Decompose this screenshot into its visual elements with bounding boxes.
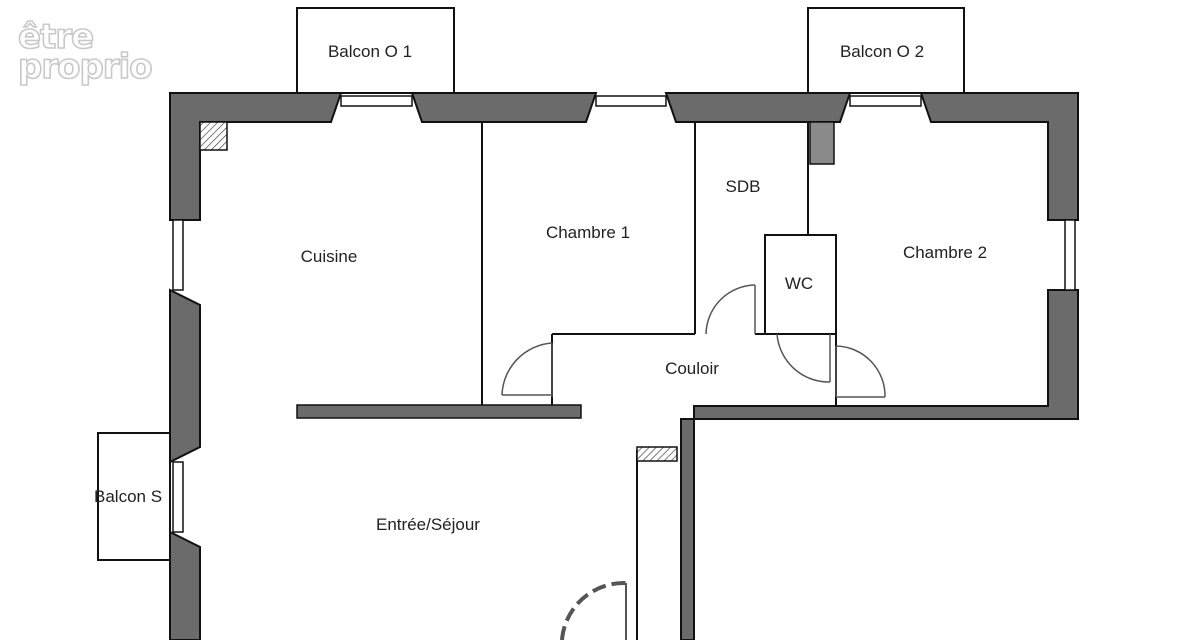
door-wc-arc	[776, 333, 831, 383]
logo-line-2: proprio	[18, 47, 152, 87]
label-sdb: SDB	[726, 177, 761, 196]
duct-cuisine	[199, 121, 228, 151]
door-sdb-arc	[705, 284, 756, 335]
door-chambre1-arc	[501, 342, 553, 396]
wall-left-low	[169, 530, 201, 640]
window-cuisine-left	[172, 219, 184, 291]
label-chambre2: Chambre 2	[903, 243, 987, 262]
window-chambre2-top	[849, 95, 922, 107]
label-wc: WC	[785, 274, 813, 293]
door-chambre2-arc	[835, 345, 886, 398]
balcony-s-outline	[97, 432, 171, 561]
wall-cuisine-sejour	[296, 404, 582, 419]
wall-top-3	[664, 92, 852, 123]
wc-box	[764, 234, 837, 335]
window-chambre1-top	[595, 95, 667, 107]
door-entry-arc	[560, 580, 627, 640]
balcony-o1-outline	[296, 7, 455, 94]
window-sejour-left	[172, 461, 184, 533]
window-cuisine-top	[340, 95, 413, 107]
ducts	[199, 121, 835, 462]
duct-chambre2	[809, 121, 835, 165]
exterior-walls	[169, 92, 1079, 640]
windows	[172, 95, 1076, 533]
label-entree-sejour: Entrée/Séjour	[376, 515, 480, 534]
wall-top-4	[919, 92, 1079, 221]
interior-walls	[481, 122, 837, 640]
wall-right-lower	[680, 289, 1079, 640]
label-chambre1: Chambre 1	[546, 223, 630, 242]
label-balcon-o1: Balcon O 1	[328, 42, 412, 61]
doors	[501, 284, 886, 640]
label-balcon-s: Balcon S	[94, 487, 162, 506]
wall-top-2	[410, 92, 598, 123]
balconies	[97, 7, 965, 561]
etre-proprio-logo: être proprio	[17, 16, 153, 88]
label-balcon-o2: Balcon O 2	[840, 42, 924, 61]
wall-left-mid	[169, 288, 201, 464]
duct-entry	[636, 446, 678, 462]
wall-top-1	[169, 92, 343, 221]
room-labels: Balcon O 1 Balcon O 2 Balcon S Cuisine C…	[94, 42, 987, 534]
balcony-o2-outline	[807, 7, 965, 94]
logo-line-1: être	[18, 17, 93, 57]
label-cuisine: Cuisine	[301, 247, 358, 266]
window-chambre2-right	[1064, 219, 1076, 291]
label-couloir: Couloir	[665, 359, 719, 378]
